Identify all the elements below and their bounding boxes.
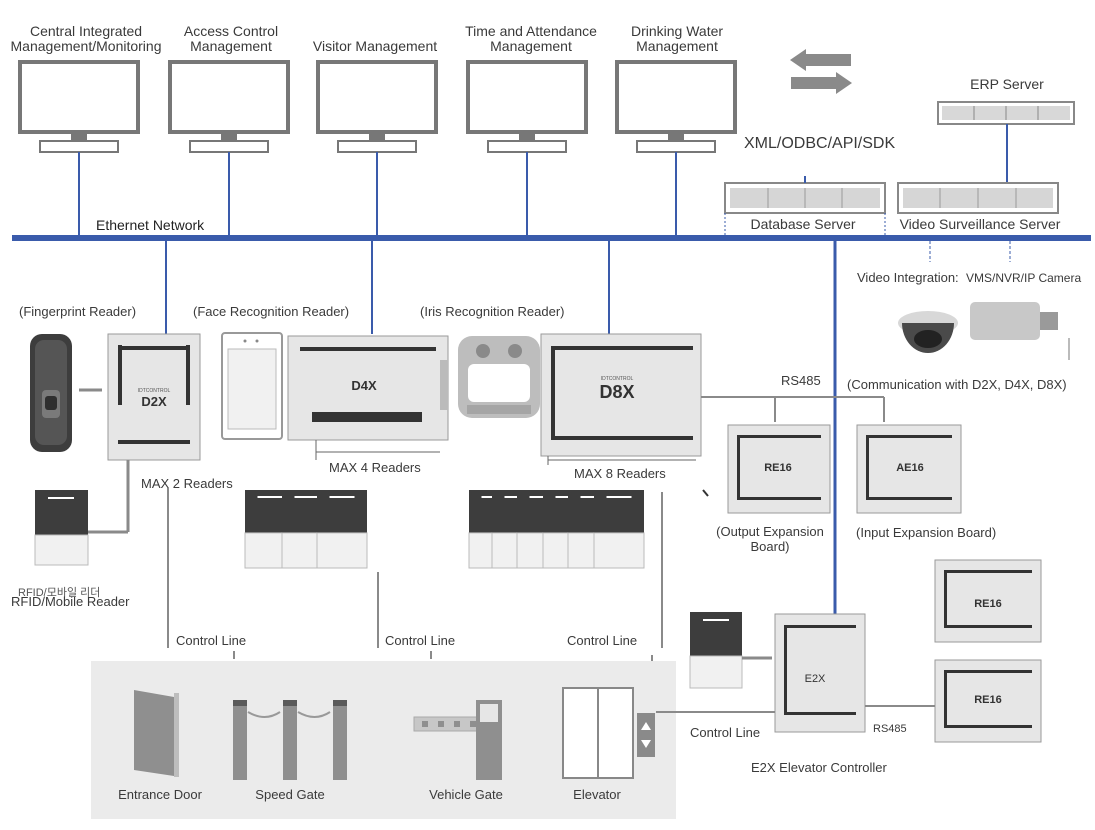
rs485-top-label: RS485 [781, 373, 821, 388]
face-recognition-reader [221, 332, 283, 440]
workstation-label-water: Drinking Water Management [630, 23, 724, 54]
d4x-name: D4X [351, 378, 377, 393]
endpoint-elevator: Elevator [573, 787, 621, 802]
vehicle-gate-icon [413, 700, 502, 780]
video-integration-label: Video Integration: [857, 270, 959, 285]
d8x-caption: MAX 8 Readers [574, 466, 666, 481]
elevator-call-buttons-icon [637, 713, 655, 757]
re16-output-name: RE16 [764, 462, 792, 474]
database-server-label: Database Server [750, 216, 856, 232]
entrance-door-icon [134, 690, 179, 777]
workstation-label-access: Access Control Management [183, 23, 279, 54]
re16-board-upper [934, 559, 1042, 643]
workstation-label-attendance: Time and Attendance Management [465, 23, 597, 54]
d2x-board [107, 333, 201, 461]
rs485-top-line [701, 396, 885, 422]
controller-links [165, 241, 610, 334]
e2x-board [774, 613, 866, 733]
control-line-stubs [233, 651, 653, 661]
d2x-caption: MAX 2 Readers [141, 476, 233, 491]
workstation-label-central: Central Integrated Management/Monitoring [10, 23, 162, 54]
re16-upper-name: RE16 [974, 598, 1002, 610]
speed-gate-icon [233, 700, 347, 780]
communication-label: (Communication with D2X, D4X, D8X) [847, 377, 1067, 392]
d4x-caption: MAX 4 Readers [329, 460, 421, 475]
workstation-label-visitor: Visitor Management [312, 38, 438, 54]
ae16-input-name: AE16 [896, 462, 924, 474]
fingerprint-reader-label: (Fingerprint Reader) [19, 304, 137, 319]
rfid-reader-label-korean: RFID/모바일 리더 [18, 587, 101, 599]
d2x-brand: IDTCONTROL [137, 388, 171, 394]
iris-recognition-reader [458, 336, 540, 418]
control-line-label-1: Control Line [176, 633, 247, 648]
re16-output-board [727, 424, 831, 514]
control-line-label-2: Control Line [385, 633, 456, 648]
endpoint-vehicle-gate: Vehicle Gate [429, 787, 503, 802]
card-reader-4-3 [316, 490, 368, 569]
video-surveillance-server [897, 182, 1059, 214]
output-board-label: (Output Expansion Board) [716, 524, 824, 554]
e2x-name: E2X [804, 673, 826, 685]
card-reader-group-8 [468, 490, 645, 569]
re16-lower-name: RE16 [974, 694, 1002, 706]
rs485-bottom-label: RS485 [873, 723, 907, 735]
d4x-board [287, 335, 449, 441]
erp-server-label: ERP Server [970, 76, 1044, 92]
monitor-water [615, 60, 737, 153]
ethernet-bus [12, 235, 1091, 241]
monitor-access [168, 60, 290, 153]
d8x-board [540, 333, 702, 457]
iris-reader-label: (Iris Recognition Reader) [420, 304, 565, 319]
control-line-label-3: Control Line [567, 633, 638, 648]
video-server-label: Video Surveillance Server [899, 216, 1061, 232]
erp-server [937, 101, 1075, 125]
face-reader-label: (Face Recognition Reader) [193, 304, 350, 319]
d8x-brand: IDTCONTROL [600, 376, 634, 382]
card-reader-8-6 [593, 490, 645, 569]
monitor-central [18, 60, 140, 153]
dome-camera-icon [898, 311, 958, 353]
d2x-name: D2X [141, 394, 167, 409]
video-integration-sub: VMS/NVR/IP Camera [966, 271, 1082, 285]
endpoint-speed-gate: Speed Gate [255, 787, 325, 802]
card-reader-group-4 [244, 490, 368, 569]
d8x-name: D8X [599, 382, 635, 402]
e2x-caption: E2X Elevator Controller [751, 760, 887, 775]
elevator-icon [562, 687, 634, 779]
data-exchange-arrows-icon [790, 49, 852, 94]
ethernet-network-label: Ethernet Network [96, 217, 205, 233]
endpoint-entrance-door: Entrance Door [118, 787, 202, 802]
ae16-input-board [856, 424, 962, 514]
e2x-card-reader [689, 612, 743, 689]
database-server [724, 182, 886, 214]
monitor-links [78, 152, 677, 238]
re16-board-lower [934, 659, 1042, 743]
rfid-mobile-reader [34, 490, 89, 566]
bullet-camera-icon [970, 302, 1070, 360]
rfid-reader-label: RFID/Mobile Reader [11, 594, 130, 609]
input-board-label: (Input Expansion Board) [856, 525, 997, 540]
control-line-verticals [167, 488, 663, 648]
control-line-label-4: Control Line [690, 725, 761, 740]
fingerprint-reader [30, 334, 72, 452]
monitor-attendance [466, 60, 588, 153]
protocols-label: XML/ODBC/API/SDK [744, 135, 896, 152]
monitor-visitor [316, 60, 438, 153]
